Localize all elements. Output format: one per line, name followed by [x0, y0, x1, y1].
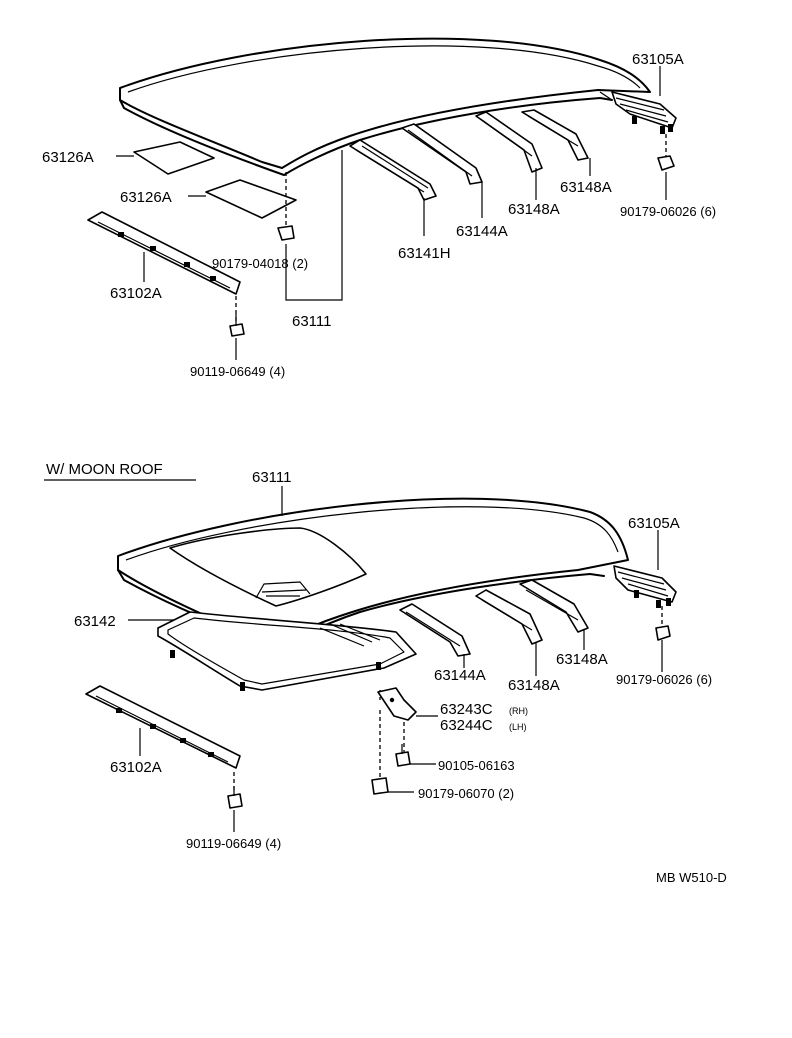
- moon-roof-bow-63148a-1: [475, 589, 543, 645]
- label-lower-63144a: 63144A: [434, 667, 486, 684]
- label-90119-06649: 90119-06649 (4): [190, 364, 285, 379]
- diagram-code: MB W510-D: [656, 870, 727, 885]
- upper-assembly: 63105A 63126A 63126A 90179-04018 (2) 631…: [42, 37, 716, 379]
- label-lower-90179-06026: 90179-06026 (6): [616, 672, 712, 687]
- label-lower-63111: 63111: [252, 469, 292, 486]
- moon-roof-panel: [117, 497, 629, 649]
- label-lower-63243c: 63243C: [440, 701, 493, 718]
- moon-roof-bolt-90119-06649: [227, 772, 243, 809]
- label-90179-04018: 90179-04018 (2): [212, 256, 308, 271]
- label-63148a-2: 63148A: [560, 179, 612, 196]
- label-63102a: 63102A: [110, 285, 162, 302]
- moon-roof-clip-90179-06026: [655, 606, 671, 641]
- label-63148a-1: 63148A: [508, 201, 560, 218]
- label-lower-63148a-1: 63148A: [508, 677, 560, 694]
- label-lower-90105-06163: 90105-06163: [438, 758, 515, 773]
- front-header-rail: [87, 211, 241, 295]
- label-lower-63102a: 63102A: [110, 759, 162, 776]
- bolt-90119-06649: [229, 296, 245, 337]
- label-lower-90179-06070: 90179-06070 (2): [418, 786, 514, 801]
- label-lower-63105a: 63105A: [628, 515, 680, 532]
- label-lower-63244c-side: (LH): [509, 722, 527, 732]
- sunroof-housing: [157, 611, 417, 691]
- clip-90179-06026: [657, 134, 675, 171]
- bracket-63243c-63244c: [377, 687, 417, 780]
- label-63141h: 63141H: [398, 245, 451, 262]
- nut-90179-06070: [371, 777, 389, 795]
- roof-bow-63148a-1: [475, 111, 543, 173]
- moon-roof-bow-63148a-2: [519, 579, 589, 633]
- label-63111: 63111: [292, 313, 332, 330]
- clip-90179-04018: [277, 172, 295, 241]
- leader-63111: [285, 150, 343, 301]
- roof-bow-63141h: [349, 139, 437, 201]
- label-lower-63244c: 63244C: [440, 717, 493, 734]
- rear-header-rail: [611, 91, 677, 134]
- label-90179-06026: 90179-06026 (6): [620, 204, 716, 219]
- roof-panel: [119, 37, 651, 176]
- pad-63126a-2: [205, 179, 297, 219]
- bolt-90105-06163: [395, 744, 411, 767]
- label-lower-63243c-side: (RH): [509, 706, 528, 716]
- lower-assembly: W/ MOON ROOF: [44, 461, 712, 851]
- label-63144a: 63144A: [456, 223, 508, 240]
- moon-roof-front-header: [85, 685, 241, 769]
- moon-roof-bow-63144a: [399, 603, 471, 657]
- pad-63126a-1: [133, 141, 215, 175]
- moon-roof-rear-header: [613, 565, 677, 608]
- moon-roof-heading: W/ MOON ROOF: [46, 461, 163, 478]
- label-lower-63148a-2: 63148A: [556, 651, 608, 668]
- label-63126a-1: 63126A: [42, 149, 94, 166]
- label-63126a-2: 63126A: [120, 189, 172, 206]
- label-lower-63142: 63142: [74, 613, 116, 630]
- roof-bow-63148a-2: [521, 109, 589, 161]
- label-63105a: 63105A: [632, 51, 684, 68]
- label-lower-90119-06649: 90119-06649 (4): [186, 836, 281, 851]
